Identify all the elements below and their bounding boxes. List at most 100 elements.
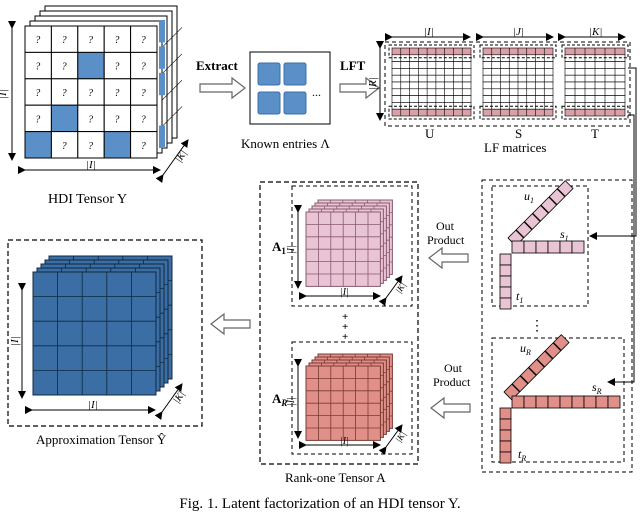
- lf-to-rank1-connector: [589, 67, 637, 240]
- vector-cells: [499, 180, 621, 464]
- hdi-i-dim-label: |I|: [0, 89, 9, 99]
- hdi-unknown-cell: [50, 131, 79, 159]
- hdi-back-edge: [176, 106, 183, 112]
- u1-cell-cell: [532, 204, 549, 222]
- approximation-tensor: |I| |I| |K| Approximation Tensor Ŷ: [7, 239, 203, 447]
- lf-r-dim-label: |R|: [367, 77, 379, 90]
- ur-cell: [536, 350, 554, 368]
- lf-matrices: |I| |J| |K| |R| U S T LF matrices: [367, 26, 631, 155]
- ur-cell: [552, 334, 570, 351]
- known-entry-block: [283, 62, 307, 86]
- a1-k-dim-label: |K|: [393, 280, 407, 295]
- sr-cell: [535, 395, 549, 409]
- sr-label: sR: [592, 380, 602, 396]
- ur-cell: [528, 358, 545, 376]
- approximation-label: Approximation Tensor Ŷ: [36, 432, 167, 447]
- plus-bottom: +: [342, 331, 348, 343]
- ur-cell-cell: [528, 358, 545, 376]
- lf-u-row: [391, 88, 472, 96]
- known-entries-dots: ...: [312, 85, 321, 99]
- lf-matrices-label: LF matrices: [484, 140, 546, 155]
- rank-one-ar-frame: [291, 341, 413, 455]
- hdi-back-edge: [166, 116, 173, 122]
- extract-step: Extract: [196, 58, 246, 100]
- tr-cell: [499, 440, 512, 453]
- known-entries: ... Known entries Λ: [241, 51, 331, 151]
- sr-cell: [511, 395, 525, 409]
- hdi-unknown-cell: [24, 51, 52, 80]
- lf-u-row: [391, 81, 472, 90]
- known-entry-block: [257, 91, 281, 115]
- s1-cell: [535, 240, 549, 254]
- hdi-back-edge: [176, 79, 183, 86]
- sum-arrow-icon: [210, 312, 251, 336]
- t1-cell: [499, 275, 512, 288]
- lft-label: LFT: [340, 58, 366, 73]
- t1-cell: [499, 297, 512, 310]
- lf-s-label: S: [515, 126, 522, 141]
- ur-cell: [511, 375, 529, 393]
- hdi-question-mark: ?: [62, 35, 67, 46]
- factor-group-1: [491, 185, 589, 307]
- out-product-r: Out Product: [430, 361, 471, 420]
- u1-cell-cell: [556, 180, 574, 197]
- ur-label: uR: [520, 341, 531, 357]
- hdi-unknown-cell: [77, 78, 105, 106]
- ar-j-dim-label: |I|: [340, 436, 349, 447]
- lf-s-dim-label: |J|: [513, 26, 524, 38]
- hdi-back-edge: [171, 84, 178, 91]
- u1-cell: [548, 188, 566, 206]
- hdi-question-mark: ?: [114, 62, 119, 73]
- s1-cell: [571, 240, 585, 254]
- hdi-unknown-cell: [24, 104, 52, 133]
- t1-cell: [499, 264, 512, 277]
- ur-cell-cell: [544, 342, 562, 360]
- hdi-question-mark: ?: [62, 62, 67, 73]
- hdi-question-mark: ?: [88, 88, 93, 99]
- hdi-question-mark: ?: [35, 35, 40, 46]
- hdi-tensor-title: HDI Tensor Y: [48, 192, 127, 207]
- hdi-question-mark: ?: [35, 62, 40, 73]
- hdi-question-mark: ?: [62, 88, 67, 99]
- a1-cube: [305, 199, 393, 287]
- hdi-question-mark: ?: [35, 114, 40, 125]
- approx-k-dim-arrow: [154, 383, 183, 421]
- out-product-1-arrow-icon: [428, 246, 469, 270]
- ar-label: AR: [272, 391, 287, 408]
- hdi-back-known-cell: [159, 46, 165, 69]
- sr-cell: [571, 395, 585, 409]
- hdi-unknown-cell: [130, 131, 158, 159]
- ur-cell-cell: [519, 367, 537, 384]
- hdi-unknown-cell: [103, 51, 132, 80]
- hdi-unknown-cell: [130, 51, 158, 80]
- hdi-j-dim-label: |I|: [86, 159, 96, 171]
- hdi-back-edge: [171, 111, 178, 117]
- approx-front-bg: [32, 271, 157, 396]
- t1-cell: [499, 286, 512, 299]
- hdi-back-known-cell: [159, 125, 165, 148]
- hdi-known-cell: [103, 131, 132, 159]
- approx-i-dim-label: |I|: [9, 336, 21, 346]
- tr-label: tR: [518, 447, 526, 463]
- out-product-r-arrow-icon: [430, 396, 471, 420]
- hdi-unknown-cell: [77, 131, 105, 159]
- tr-cell: [499, 418, 512, 431]
- ur-cell-cell: [511, 375, 529, 393]
- lf-matrices-frame: [384, 41, 631, 127]
- lf-s-bottom-highlight: [479, 105, 557, 120]
- lf-u-row: [391, 61, 472, 69]
- sr-cell: [523, 395, 537, 409]
- hdi-back-edge: [166, 63, 173, 70]
- hdi-back-edge: [171, 58, 178, 65]
- hdi-back-edge: [171, 32, 178, 38]
- hdi-back-edge: [176, 53, 183, 60]
- hdi-k-dim-label: |K|: [173, 148, 189, 164]
- s1-cell: [511, 240, 525, 254]
- sr-cell: [583, 395, 597, 409]
- hdi-question-mark: ?: [35, 88, 40, 99]
- lft-arrow-icon: [339, 76, 380, 100]
- u1-cell-cell: [548, 188, 566, 206]
- lf-u-dim-label: |I|: [424, 26, 434, 38]
- lf-u-row: [391, 74, 472, 83]
- hdi-question-mark: ?: [88, 114, 93, 125]
